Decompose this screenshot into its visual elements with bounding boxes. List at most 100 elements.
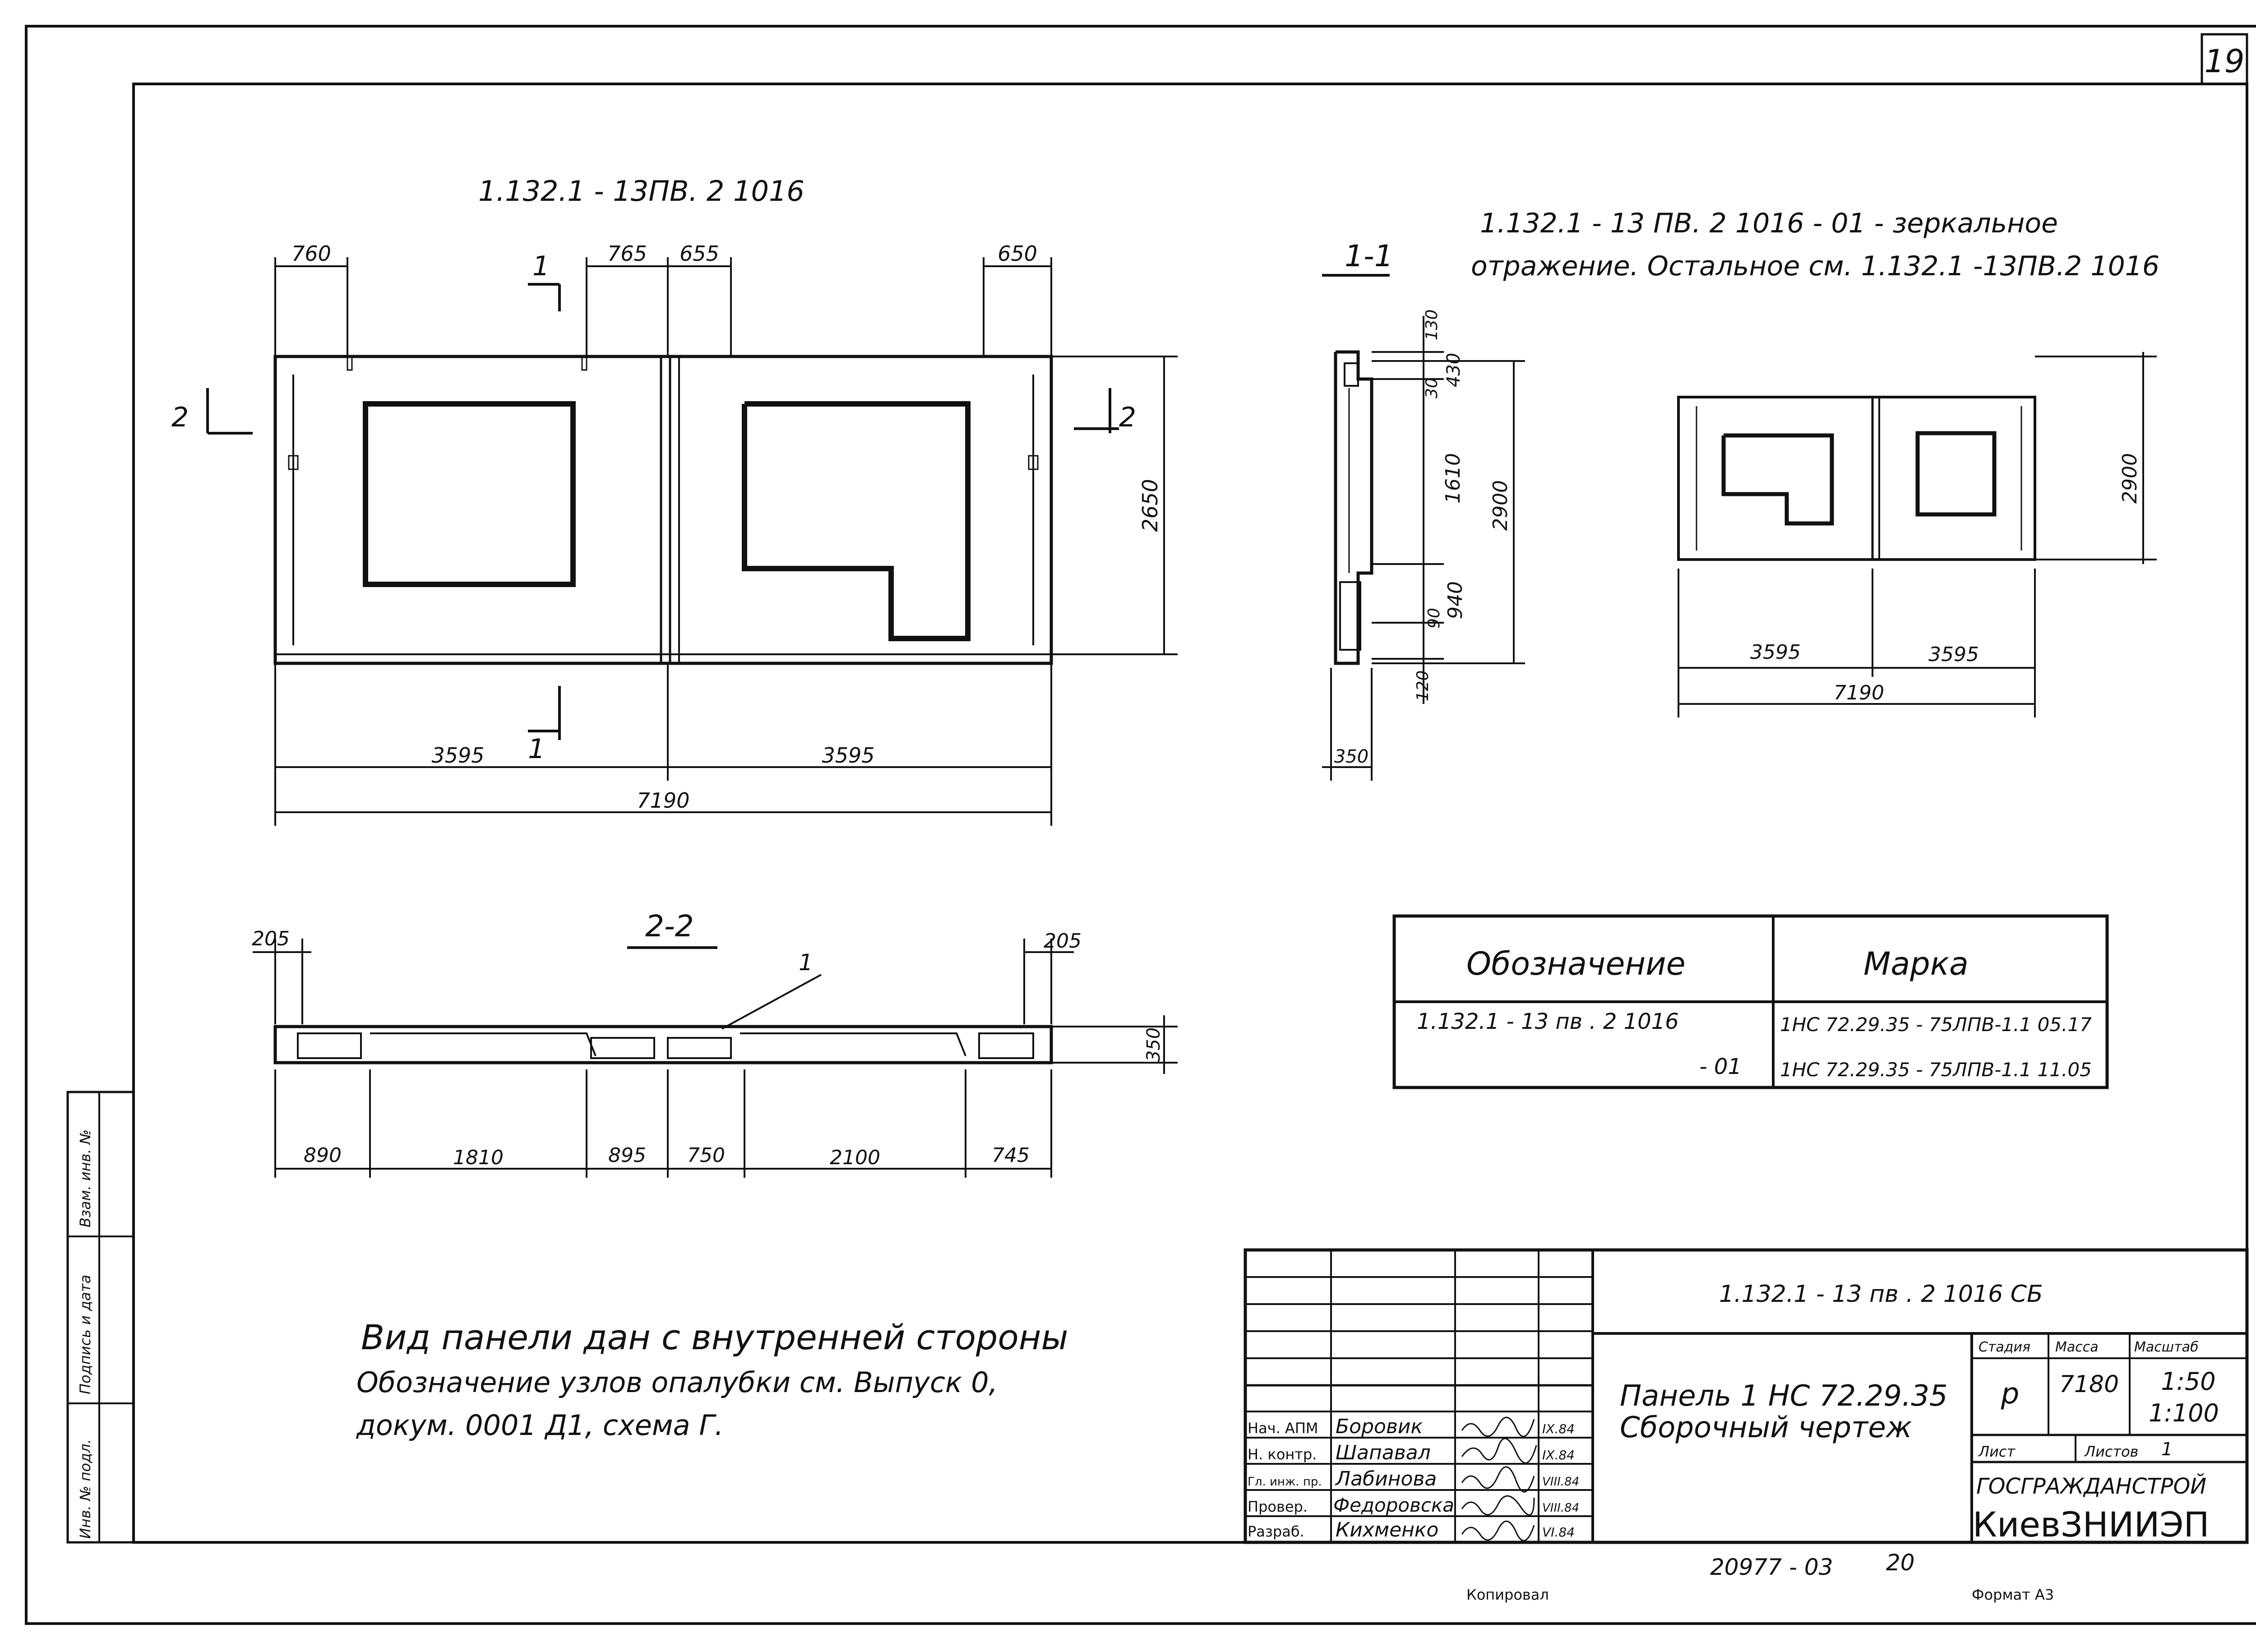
- note-line-3: докум. 0001 Д1, схема Г.: [356, 1409, 724, 1442]
- marks-header-designation: Обозначение: [1466, 945, 1686, 982]
- mirror-dim-2900: 2900: [2118, 453, 2141, 504]
- mirrored-square-window: [1915, 431, 1997, 517]
- person-name-2: Шапавал: [1336, 1441, 1431, 1464]
- sec22-dim-2100: 2100: [830, 1146, 880, 1169]
- cut-label-1-top: 1: [532, 250, 550, 282]
- person-role-1: Нач. АПМ: [1248, 1420, 1318, 1437]
- dim-3595-left: 3595: [431, 743, 484, 768]
- left-margin-stamp: Взам. инв. № Подпись и дата Инв. № подл.: [66, 1091, 135, 1544]
- margin-label-signature: Подпись и дата: [77, 1275, 94, 1394]
- section-2-2-profile: [273, 1025, 1053, 1064]
- person-role-5: Разраб.: [1248, 1523, 1304, 1540]
- marks-table: [1392, 914, 2109, 1089]
- right-l-window-opening: [742, 401, 971, 641]
- outer-frame: [25, 25, 2256, 1625]
- value-scale-2: 1:100: [2149, 1399, 2219, 1427]
- section-1-1-profile: [1334, 350, 1373, 665]
- dim-2650: 2650: [1138, 479, 1162, 532]
- value-sheets: 1: [2161, 1439, 2173, 1460]
- person-date-5: VI.84: [1542, 1525, 1575, 1540]
- dim-760: 760: [291, 241, 331, 266]
- sec11-dim-130: 130: [1423, 310, 1441, 341]
- section-1-1-dimensions: [1322, 316, 1525, 781]
- label-sheet: Лист: [1978, 1443, 2016, 1460]
- margin-label-inventory: Инв. № подл.: [77, 1439, 94, 1539]
- person-date-3: VIII.84: [1542, 1475, 1579, 1489]
- doc-number: 20977 - 03: [1710, 1554, 1833, 1580]
- marks-row2-mark: 1НС 72.29.35 - 75ЛПВ-1.1 11.05: [1780, 1059, 2092, 1081]
- label-sheets: Листов: [2084, 1443, 2139, 1460]
- dim-3595-right: 3595: [822, 743, 874, 768]
- title-block: [1244, 1248, 2249, 1544]
- org-name-1: ГОСГРАЖДАНСТРОЙ: [1976, 1473, 2206, 1499]
- label-mass: Масса: [2055, 1339, 2099, 1355]
- sec22-dim-745: 745: [992, 1144, 1030, 1167]
- person-name-3: Лабинова: [1335, 1467, 1437, 1490]
- person-date-1: IX.84: [1542, 1421, 1575, 1436]
- sec22-dim-750: 750: [687, 1144, 725, 1167]
- section-1-1-title: 1-1: [1345, 239, 1393, 273]
- person-name-1: Боровик: [1336, 1415, 1423, 1438]
- main-panel-elevation: [273, 355, 1053, 665]
- value-scale-1: 1:50: [2161, 1367, 2215, 1396]
- person-name-4: Федоровска: [1333, 1494, 1454, 1516]
- mirrored-panel-view: [1677, 396, 2036, 561]
- sec11-dim-30: 30: [1423, 378, 1441, 398]
- person-date-4: VIII.84: [1542, 1501, 1579, 1515]
- dim-655: 655: [680, 241, 719, 266]
- label-stage: Стадия: [1979, 1339, 2030, 1355]
- value-mass: 7180: [2059, 1371, 2119, 1398]
- title-block-title-2: Сборочный чертеж: [1620, 1411, 1912, 1444]
- sec11-dim-1610: 1610: [1442, 453, 1465, 504]
- sec11-dim-2900: 2900: [1489, 480, 1512, 531]
- sec22-dim-205-right: 205: [1044, 930, 1082, 953]
- mirror-note-line1: 1.132.1 - 13 ПВ. 2 1016 - 01 - зеркально…: [1480, 208, 2058, 239]
- marks-row1-designation: 1.132.1 - 13 пв . 2 1016: [1417, 1009, 1679, 1034]
- person-role-3: Гл. инж. пр.: [1248, 1475, 1322, 1489]
- left-window-opening: [363, 401, 576, 587]
- dim-7190: 7190: [637, 788, 689, 813]
- main-view-dimensions: [274, 257, 1178, 826]
- inner-frame: [132, 83, 2248, 1544]
- title-block-title-1: Панель 1 НС 72.29.35: [1620, 1379, 1948, 1413]
- format-label: Формат А3: [1972, 1586, 2054, 1603]
- cut-markers: [206, 283, 1119, 740]
- mirror-note-line2: отражение. Остальное см. 1.132.1 -13ПВ.2…: [1471, 250, 2159, 282]
- value-stage: р: [2001, 1377, 2020, 1411]
- marks-header-mark: Марка: [1863, 945, 1969, 982]
- sheet-number: 19: [2204, 43, 2244, 80]
- dim-765: 765: [607, 241, 647, 266]
- cut-label-2-left: 2: [171, 402, 189, 433]
- sec22-dim-895: 895: [608, 1144, 646, 1167]
- sec11-dim-120: 120: [1414, 671, 1432, 702]
- org-name-2: КиевЗНИИЭП: [1973, 1504, 2210, 1545]
- mirror-dim-7190: 7190: [1834, 681, 1884, 704]
- marks-row2-designation: - 01: [1699, 1054, 1742, 1079]
- copied-by-label: Копировал: [1466, 1586, 1549, 1603]
- title-block-code: 1.132.1 - 13 пв . 2 1016 СБ: [1719, 1281, 2043, 1308]
- mirror-dim-3595-right: 3595: [1928, 643, 1979, 666]
- main-view-title: 1.132.1 - 13ПВ. 2 1016: [478, 175, 804, 208]
- sec11-dim-430: 430: [1443, 353, 1464, 387]
- person-name-5: Кихменко: [1336, 1518, 1438, 1541]
- note-line-1: Вид панели дан с внутренней стороны: [361, 1317, 1068, 1357]
- mirrored-l-window: [1721, 433, 1834, 526]
- signatures: [1461, 1416, 1537, 1541]
- label-scale: Масштаб: [2134, 1339, 2199, 1355]
- leader-label-1: 1: [799, 949, 813, 976]
- sec11-dim-940: 940: [1444, 581, 1467, 619]
- sec11-dim-350: 350: [1334, 746, 1368, 767]
- sec22-dim-205-left: 205: [252, 927, 290, 950]
- cut-label-1-bottom: 1: [528, 733, 545, 765]
- sheet-number-box: [2201, 33, 2248, 85]
- sec22-dim-1810: 1810: [453, 1146, 504, 1169]
- marks-row1-mark: 1НС 72.29.35 - 75ЛПВ-1.1 05.17: [1780, 1013, 2092, 1036]
- person-date-2: IX.84: [1542, 1448, 1575, 1462]
- person-role-4: Провер.: [1248, 1498, 1308, 1515]
- mirrored-view-dimensions: [1678, 352, 2157, 717]
- person-role-2: Н. контр.: [1248, 1446, 1317, 1463]
- mirror-dim-3595-left: 3595: [1750, 641, 1801, 664]
- section-2-2-title: 2-2: [645, 909, 694, 944]
- section-2-2-dimensions: [253, 939, 1178, 1178]
